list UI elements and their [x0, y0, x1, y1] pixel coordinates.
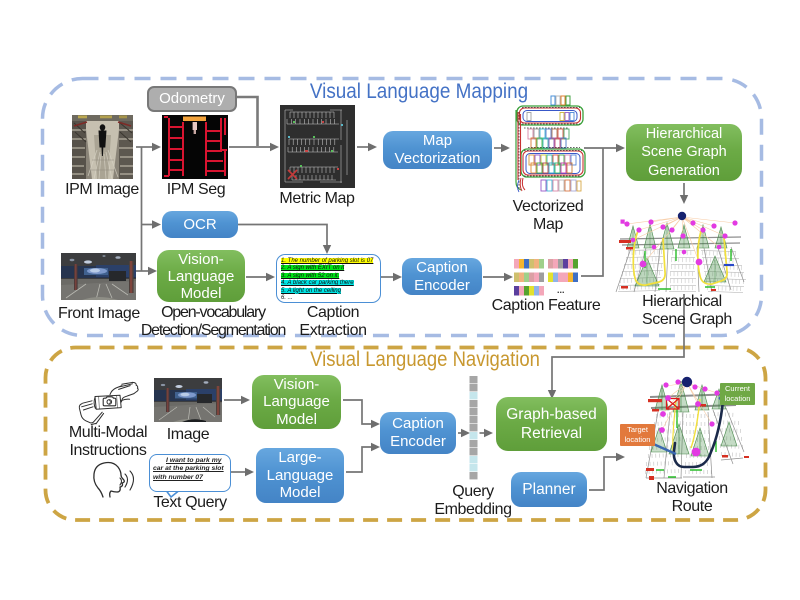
- svg-text:...: ...: [557, 285, 565, 295]
